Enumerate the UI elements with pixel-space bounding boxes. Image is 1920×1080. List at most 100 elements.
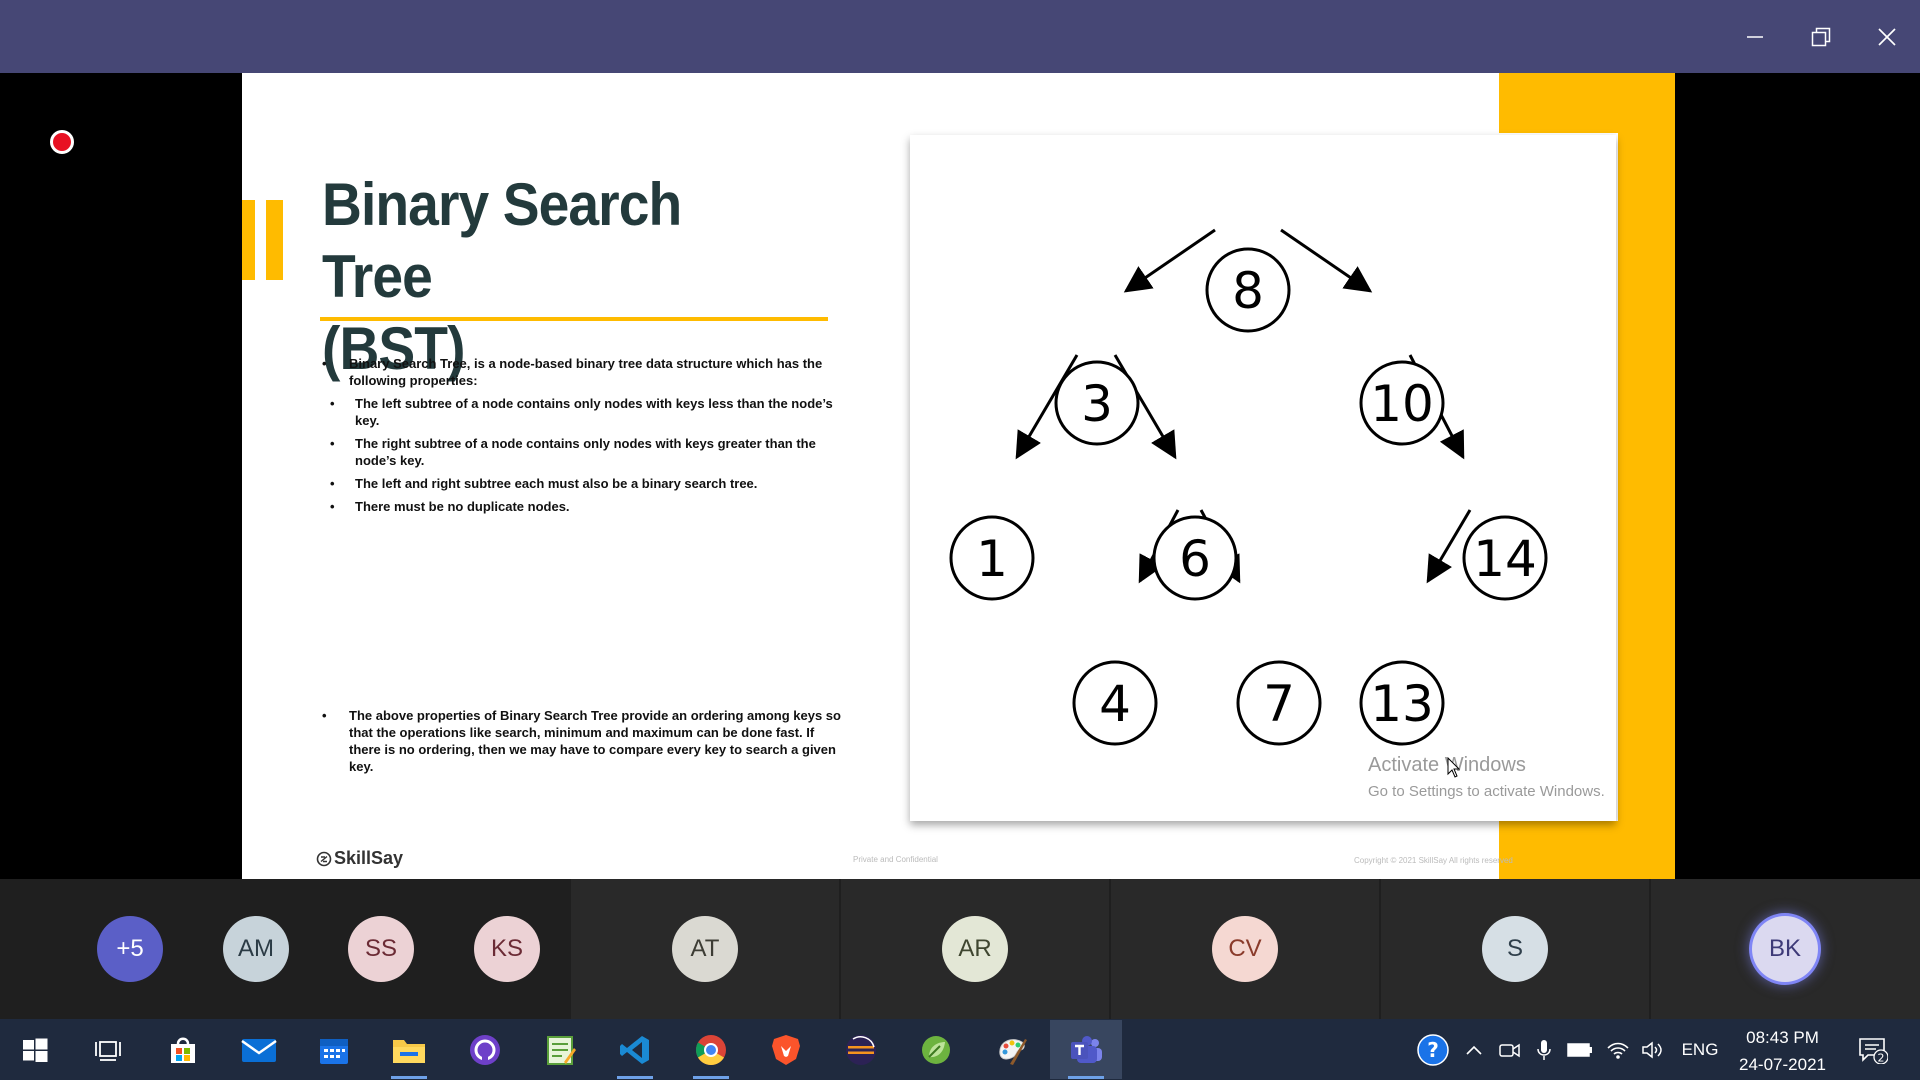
microphone-icon: [1537, 1039, 1551, 1060]
start-button[interactable]: [5, 1020, 65, 1079]
minimize-button[interactable]: [1722, 0, 1788, 73]
eclipse-app[interactable]: [831, 1020, 891, 1079]
tree-node: 10: [1359, 360, 1445, 446]
restore-button[interactable]: [1788, 0, 1854, 73]
participant-avatar[interactable]: AT: [672, 916, 738, 982]
tree-node: 3: [1054, 360, 1140, 446]
tree-node-label: 8: [1232, 262, 1264, 320]
speaker-icon: [1642, 1040, 1662, 1059]
title-accent-bar: [266, 200, 283, 280]
recording-indicator-icon: [50, 130, 74, 154]
battery-tray[interactable]: [1562, 1019, 1598, 1080]
participant-avatar[interactable]: AM: [223, 916, 289, 982]
participant-avatar[interactable]: KS: [474, 916, 540, 982]
window-titlebar: [0, 0, 1920, 73]
participant-avatar[interactable]: CV: [1212, 916, 1278, 982]
github-desktop-app[interactable]: [455, 1020, 515, 1079]
chrome-icon: [695, 1034, 726, 1065]
notepad-app[interactable]: [530, 1020, 590, 1079]
task-view-icon: [95, 1040, 121, 1061]
help-icon: ?: [1417, 1033, 1449, 1066]
conclusion-text: The above properties of Binary Search Tr…: [322, 707, 842, 781]
close-icon: [1878, 27, 1896, 46]
action-center-button[interactable]: 2: [1850, 1019, 1896, 1080]
close-button[interactable]: [1854, 0, 1920, 73]
store-app[interactable]: [153, 1020, 213, 1079]
running-indicator: [693, 1076, 729, 1079]
chrome-app[interactable]: [681, 1020, 741, 1079]
mail-icon: [241, 1038, 277, 1062]
tree-node-label: 13: [1370, 675, 1434, 733]
input-language[interactable]: ENG: [1681, 1039, 1719, 1059]
svg-text:?: ?: [1427, 1038, 1439, 1062]
notepad-icon: [547, 1035, 576, 1065]
vscode-app[interactable]: [605, 1020, 665, 1079]
volume-tray[interactable]: [1636, 1019, 1670, 1080]
show-hidden-icons-button[interactable]: [1456, 1019, 1492, 1080]
self-avatar[interactable]: BK: [1752, 916, 1818, 982]
running-indicator: [1068, 1076, 1104, 1079]
tree-node: 4: [1072, 660, 1158, 746]
clock-date: 24-07-2021: [1739, 1055, 1826, 1074]
teams-icon: [1071, 1035, 1102, 1063]
teams-app[interactable]: [1050, 1020, 1122, 1079]
mail-app[interactable]: [229, 1020, 289, 1079]
tree-node-label: 1: [976, 530, 1008, 588]
participant-avatar[interactable]: AR: [942, 916, 1008, 982]
paint-icon: [999, 1038, 1027, 1065]
battery-icon: [1567, 1042, 1592, 1057]
github-desktop-icon: [470, 1034, 500, 1065]
help-tray[interactable]: ?: [1414, 1019, 1452, 1080]
property-bullet: The left subtree of a node contains only…: [322, 395, 842, 429]
microphone-tray[interactable]: [1528, 1019, 1560, 1080]
vscode-icon: [620, 1035, 649, 1064]
tree-node-label: 14: [1473, 530, 1537, 588]
tree-edge: [1426, 509, 1472, 584]
running-indicator: [617, 1076, 653, 1079]
tree-node-label: 10: [1370, 375, 1434, 433]
participant-avatar[interactable]: S: [1482, 916, 1548, 982]
brave-app[interactable]: [756, 1020, 816, 1079]
tree-edge: [1015, 354, 1079, 460]
brand-logo: SkillSay: [316, 848, 403, 869]
property-bullet: The left and right subtree each must als…: [322, 475, 842, 492]
calendar-app[interactable]: [304, 1020, 364, 1079]
file-explorer-icon: [393, 1039, 425, 1063]
spring-tools-app[interactable]: [906, 1020, 966, 1079]
property-bullet: The right subtree of a node contains onl…: [322, 435, 842, 469]
participant-avatar[interactable]: SS: [348, 916, 414, 982]
slide-accent: [1499, 821, 1618, 879]
tree-node: 8: [1205, 247, 1291, 333]
store-icon: [171, 1037, 195, 1063]
tree-node-label: 4: [1099, 675, 1131, 733]
tree-node: 7: [1236, 660, 1322, 746]
slide-footer-right: Copyright © 2021 SkillSay All rights res…: [1354, 856, 1513, 865]
tree-node-label: 3: [1081, 375, 1113, 433]
notification-icon: 2: [1859, 1037, 1888, 1064]
property-bullet: There must be no duplicate nodes.: [322, 498, 842, 515]
windows-start-icon: [23, 1038, 48, 1062]
minimize-icon: [1747, 35, 1763, 38]
file-explorer-app[interactable]: [379, 1020, 439, 1079]
calendar-icon: [320, 1038, 348, 1064]
paint-app[interactable]: [982, 1020, 1042, 1079]
running-indicator: [391, 1076, 427, 1079]
mouse-cursor-icon: [1447, 757, 1461, 778]
task-view-button[interactable]: [78, 1020, 138, 1079]
tree-nodes: 8 3 10 1 6 14 4 7 13: [949, 247, 1548, 746]
overflow-participants-avatar[interactable]: +5: [97, 916, 163, 982]
slide-title-line1: Binary Search Tree: [322, 171, 682, 310]
slide-title: Binary Search Tree (BST): [322, 169, 782, 385]
chevron-up-icon: [1466, 1045, 1482, 1055]
clock-time: 08:43 PM: [1746, 1028, 1819, 1047]
meet-now-tray[interactable]: [1492, 1019, 1528, 1080]
taskbar-clock[interactable]: 08:43 PM 24-07-2021: [1730, 1024, 1835, 1078]
notification-count-badge: 2: [1878, 1051, 1885, 1064]
windows-taskbar: ? ENG 08:43 PM 24-07-2021 2: [0, 1019, 1920, 1080]
network-tray[interactable]: [1600, 1019, 1636, 1080]
conclusion-bullet: The above properties of Binary Search Tr…: [322, 707, 842, 775]
tree-node: 13: [1359, 660, 1445, 746]
properties-list: Binary Search Tree, is a node-based bina…: [322, 355, 842, 521]
tree-node: 1: [949, 515, 1035, 601]
eclipse-icon: [846, 1034, 876, 1065]
